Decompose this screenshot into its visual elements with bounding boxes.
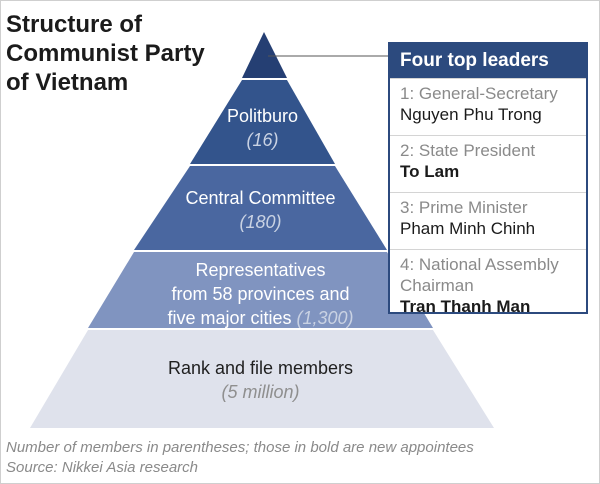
leader-role-line-1: 4: National Assembly [400,255,559,274]
pyramid-tier-politburo [190,80,335,164]
rank-and-file-name: Rank and file members [167,358,354,378]
leader-role: 2: State President [400,141,536,160]
leader-item: 2: State President To Lam [390,135,586,192]
central-committee-label: Central Committee (180) [134,186,387,234]
representatives-count: (1,300) [296,308,354,328]
top-leaders-box: Four top leaders 1: General-Secretary Ng… [388,42,588,316]
pyramid-tier-apex [242,32,287,78]
leader-item: 4: National Assembly Chairman Tran Thanh… [390,249,586,324]
pyramid-tier-rank-and-file [30,330,494,428]
representatives-line-1: Representatives [195,260,326,280]
central-committee-name: Central Committee [185,188,336,208]
politburo-label: Politburo (16) [190,104,335,152]
top-leaders-header: Four top leaders [390,44,586,78]
representatives-label: Representatives from 58 provinces and fi… [100,258,421,330]
title-line-2: Communist Party [6,40,205,67]
leader-name: Tran Thanh Man [400,297,531,316]
diagram-title: Structure of Communist Party of Vietnam [6,10,205,97]
leader-role: 3: Prime Minister [400,198,528,217]
rank-and-file-count: (5 million) [221,382,300,402]
footnote: Number of members in parentheses; those … [6,438,474,478]
title-line-3: of Vietnam [6,69,129,96]
footnote-note: Number of members in parentheses; those … [6,439,474,456]
leader-name: To Lam [400,162,460,181]
politburo-count: (16) [246,130,279,150]
representatives-line-3: five major cities [167,308,292,328]
title-line-1: Structure of [6,11,143,38]
leader-name: Nguyen Phu Trong [400,105,542,124]
leader-item: 3: Prime Minister Pham Minh Chinh [390,192,586,249]
pyramid-tier-representatives [88,252,433,328]
politburo-name: Politburo [226,106,299,126]
central-committee-count: (180) [239,212,282,232]
leader-role: 1: General-Secretary [400,84,558,103]
leader-name: Pham Minh Chinh [400,219,536,238]
pyramid-tier-central-committee [134,166,387,250]
footnote-source: Source: Nikkei Asia research [6,459,199,476]
leader-role-line-2: Chairman [400,276,474,295]
leader-item: 1: General-Secretary Nguyen Phu Trong [390,78,586,135]
rank-and-file-label: Rank and file members (5 million) [88,356,433,404]
representatives-line-2: from 58 provinces and [171,284,350,304]
